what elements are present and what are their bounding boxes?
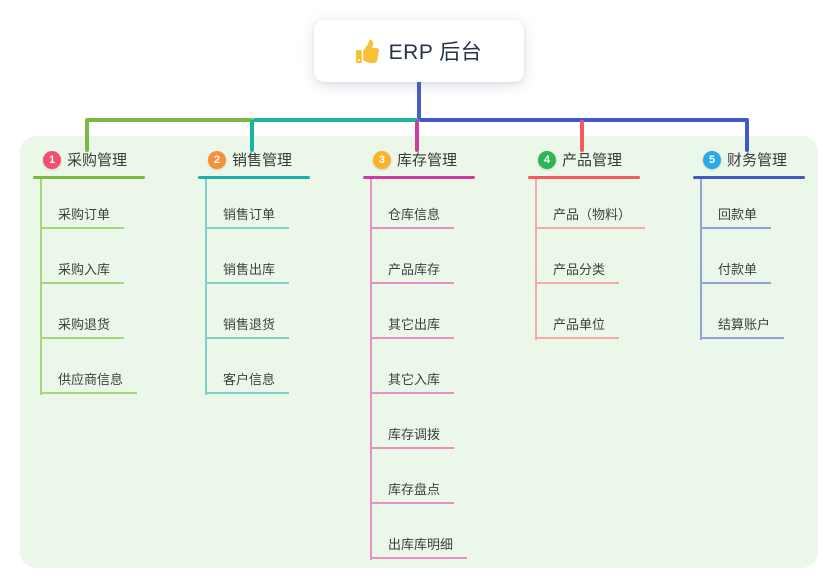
branch-number-badge: 5: [703, 151, 721, 169]
branch-drop-line: [85, 120, 89, 152]
child-node: 结算账户: [700, 313, 785, 339]
branch-label: 销售管理: [232, 152, 293, 169]
child-node: 回款单: [700, 203, 772, 229]
branch-label: 库存管理: [397, 152, 458, 169]
child-node: 产品库存: [370, 258, 455, 284]
branch-drop-line: [745, 120, 749, 152]
branch-underline: [198, 176, 310, 179]
branch-label: 采购管理: [67, 152, 128, 169]
branch-label: 财务管理: [727, 152, 788, 169]
child-node: 供应商信息: [40, 368, 138, 394]
branch-drop-line: [580, 120, 584, 152]
child-node: 库存盘点: [370, 478, 455, 504]
child-node: 采购退货: [40, 313, 125, 339]
child-node: 客户信息: [205, 368, 290, 394]
branch-label: 产品管理: [562, 152, 623, 169]
child-node: 采购入库: [40, 258, 125, 284]
branch-number-badge: 2: [208, 151, 226, 169]
branch-trunk-line: [205, 179, 207, 395]
child-node: 库存调拨: [370, 423, 455, 449]
bus-segment: [253, 118, 419, 122]
child-node: 出库库明细: [370, 533, 468, 559]
child-node: 付款单: [700, 258, 772, 284]
branch-number-badge: 1: [43, 151, 61, 169]
branch-underline: [363, 176, 475, 179]
root-node: ERP 后台: [314, 20, 524, 82]
branch-trunk-line: [40, 179, 42, 395]
child-node: 产品分类: [535, 258, 620, 284]
branch-drop-line: [415, 120, 419, 152]
branch-number-badge: 4: [538, 151, 556, 169]
root-connector-line: [417, 81, 421, 120]
branch-underline: [693, 176, 805, 179]
bus-segment: [85, 118, 253, 122]
child-node: 其它出库: [370, 313, 455, 339]
child-node: 采购订单: [40, 203, 125, 229]
branch-trunk-line: [535, 179, 537, 340]
child-node: 其它入库: [370, 368, 455, 394]
branch-number-badge: 3: [373, 151, 391, 169]
bus-segment: [419, 118, 749, 122]
branch-trunk-line: [370, 179, 372, 560]
child-node: 销售退货: [205, 313, 290, 339]
branch-trunk-line: [700, 179, 702, 340]
branches-panel: [20, 136, 818, 568]
child-node: 销售出库: [205, 258, 290, 284]
child-node: 销售订单: [205, 203, 290, 229]
branch-drop-line: [250, 120, 254, 152]
child-node: 产品单位: [535, 313, 620, 339]
root-title: ERP 后台: [388, 41, 483, 64]
thumbs-up-icon: [355, 39, 379, 63]
child-node: 仓库信息: [370, 203, 455, 229]
branch-underline: [528, 176, 640, 179]
child-node: 产品（物料）: [535, 203, 646, 229]
branch-underline: [33, 176, 145, 179]
